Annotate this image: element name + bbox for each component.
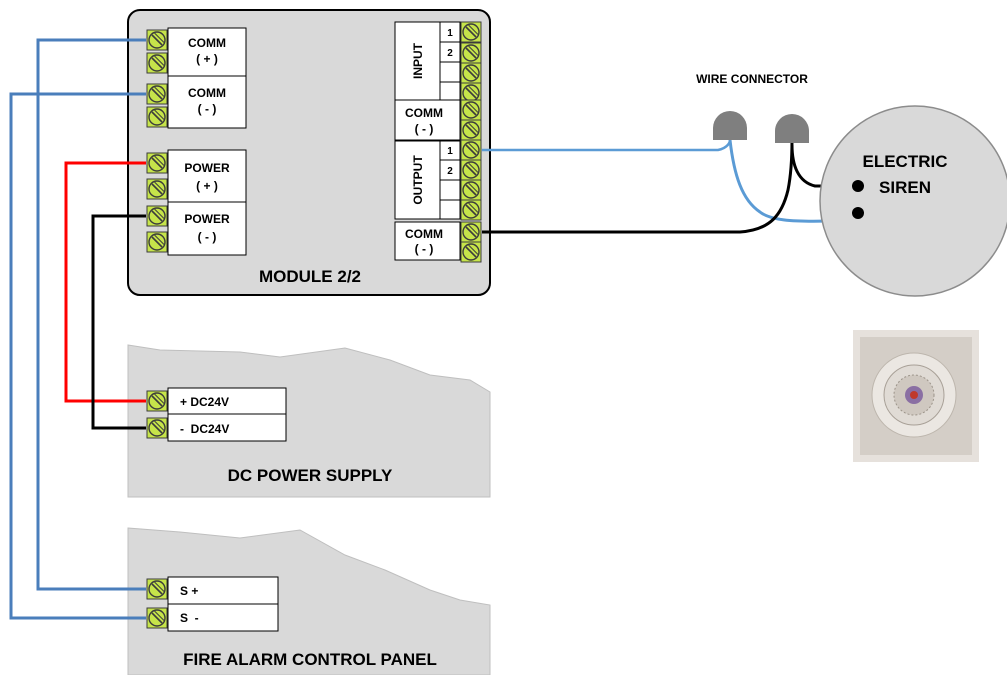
comm-bottom-label: COMM xyxy=(405,227,443,241)
siren-photo xyxy=(853,330,979,462)
control-panel-title: FIRE ALARM CONTROL PANEL xyxy=(183,650,437,669)
output-label: OUTPUT xyxy=(411,155,425,205)
power-supply-title: DC POWER SUPPLY xyxy=(228,466,393,485)
power-minus-sign: ( - ) xyxy=(198,230,217,244)
wire-siren-plus xyxy=(790,144,858,188)
wire-power-plus xyxy=(64,161,146,403)
output-num-1: 1 xyxy=(447,146,453,157)
comm-minus-label: COMM xyxy=(188,86,226,100)
wire-power-minus xyxy=(91,214,146,430)
power-minus-label: POWER xyxy=(184,212,230,226)
power-plus-label: POWER xyxy=(184,161,230,175)
input-label: INPUT xyxy=(411,42,425,79)
wire-comm-plus xyxy=(36,38,146,591)
s-plus-label: S + xyxy=(180,584,198,598)
power-supply-box xyxy=(127,344,491,498)
wire-siren-minus xyxy=(728,139,858,223)
input-num-1: 1 xyxy=(447,28,453,39)
dc24v-plus-label: + DC24V xyxy=(180,395,229,409)
comm-mid-sign: ( - ) xyxy=(415,122,434,136)
comm-mid-label: COMM xyxy=(405,106,443,120)
siren-label-line-2: SIREN xyxy=(879,178,931,197)
control-panel-box xyxy=(127,527,491,675)
output-num-2: 2 xyxy=(447,166,453,177)
siren-terminal-plus xyxy=(852,180,864,192)
wire-connector-label: WIRE CONNECTOR xyxy=(696,72,808,86)
s-minus-label: S - xyxy=(180,611,199,625)
electric-siren xyxy=(819,105,1007,297)
input-num-2: 2 xyxy=(447,48,453,59)
siren-terminal-minus xyxy=(852,207,864,219)
comm-plus-label: COMM xyxy=(188,36,226,50)
module-right-terminals xyxy=(460,21,482,263)
comm-plus-sign: ( + ) xyxy=(196,52,218,66)
wire-comm-minus xyxy=(9,92,146,620)
siren-label-line-1: ELECTRIC xyxy=(863,152,948,171)
wire-output-1 xyxy=(482,139,732,152)
power-plus-sign: ( + ) xyxy=(196,179,218,193)
wire-connector-2 xyxy=(775,114,809,143)
wire-connector-1 xyxy=(713,111,747,140)
comm-bottom-sign: ( - ) xyxy=(415,242,434,256)
module-title: MODULE 2/2 xyxy=(259,267,361,286)
wire-comm-output xyxy=(482,139,794,234)
comm-minus-sign: ( - ) xyxy=(198,102,217,116)
dc24v-minus-label: - DC24V xyxy=(180,422,229,436)
